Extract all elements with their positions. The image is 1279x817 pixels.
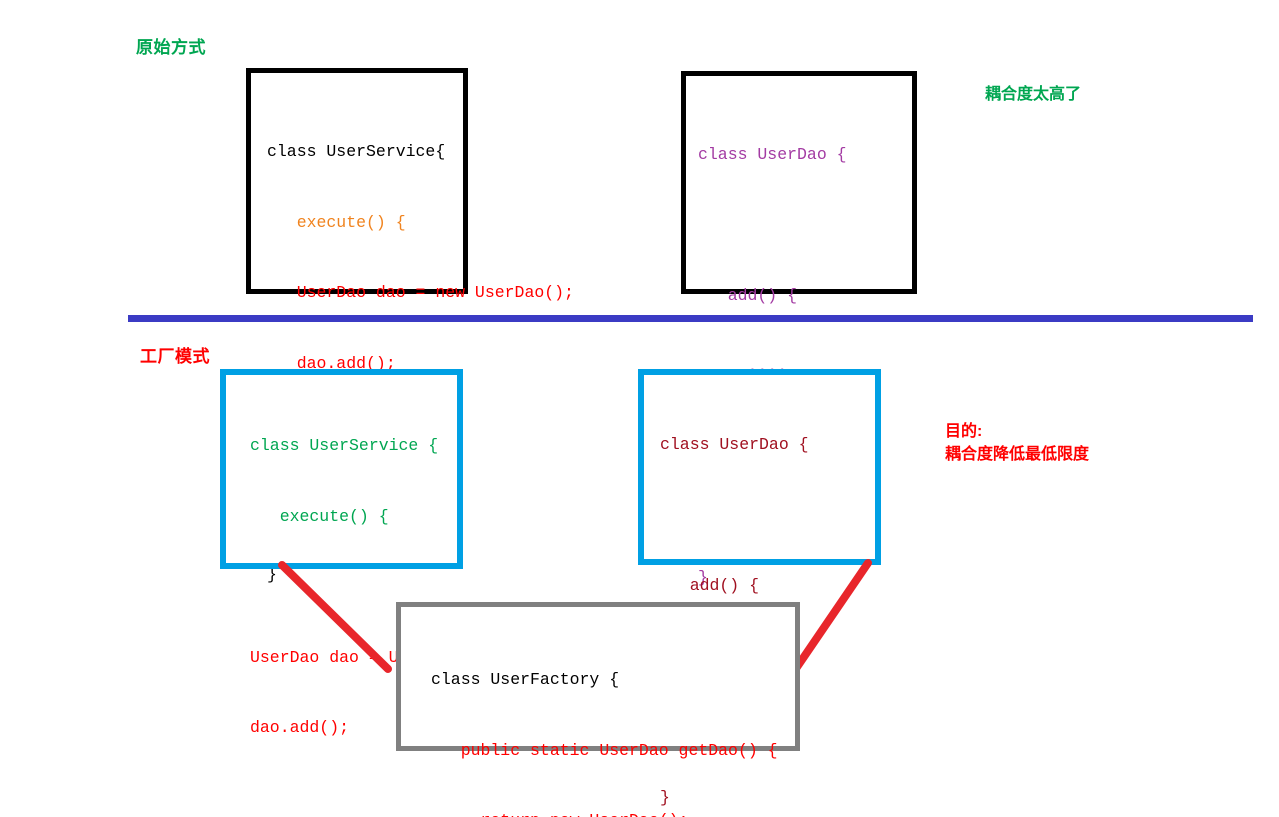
code-line [698, 214, 847, 238]
code-box-user-dao-original: class UserDao { add() { .... } } [681, 71, 917, 587]
code-line: public static UserDao getDao() { [431, 740, 778, 760]
code-line: } [698, 568, 708, 587]
code-line: class UserService { [250, 436, 439, 455]
section-label-factory: 工厂模式 [140, 347, 210, 366]
code-box-user-service-original: class UserService{ execute() { UserDao d… [246, 68, 574, 584]
section-label-original: 原始方式 [136, 38, 206, 57]
section-divider [128, 315, 1253, 322]
code-line: add() { [660, 576, 760, 595]
annotation-coupling-too-high: 耦合度太高了 [985, 86, 1082, 103]
code-line [250, 575, 597, 599]
code-line: class UserService{ [267, 142, 446, 161]
code-line: dao.add(); [267, 353, 396, 373]
code-line: dao.add(); [250, 718, 350, 737]
code-body: class UserService{ execute() { UserDao d… [267, 93, 574, 634]
annotation-purpose: 目的: 耦合度降低最低限度 [945, 423, 1090, 463]
code-line: execute() { [250, 506, 389, 526]
code-line: class UserDao { [698, 145, 847, 164]
code-line [660, 504, 809, 528]
code-box-user-dao-factory: class UserDao { add() { ...... } } [638, 369, 881, 807]
code-line: } [267, 565, 277, 584]
code-line: add() { [698, 286, 798, 305]
code-line: return new UserDao(); [431, 809, 778, 817]
code-line: } [660, 787, 670, 807]
code-line: UserDao dao = new UserDao(); [267, 283, 574, 302]
code-line: execute() { [267, 212, 406, 232]
code-box-user-factory: class UserFactory { public static UserDa… [396, 602, 800, 817]
code-line: class UserFactory { [431, 670, 620, 689]
code-line: class UserDao { [660, 435, 809, 454]
code-body: class UserFactory { public static UserDa… [431, 621, 778, 817]
code-box-user-service-factory: class UserService { execute() { UserDao … [220, 369, 597, 737]
